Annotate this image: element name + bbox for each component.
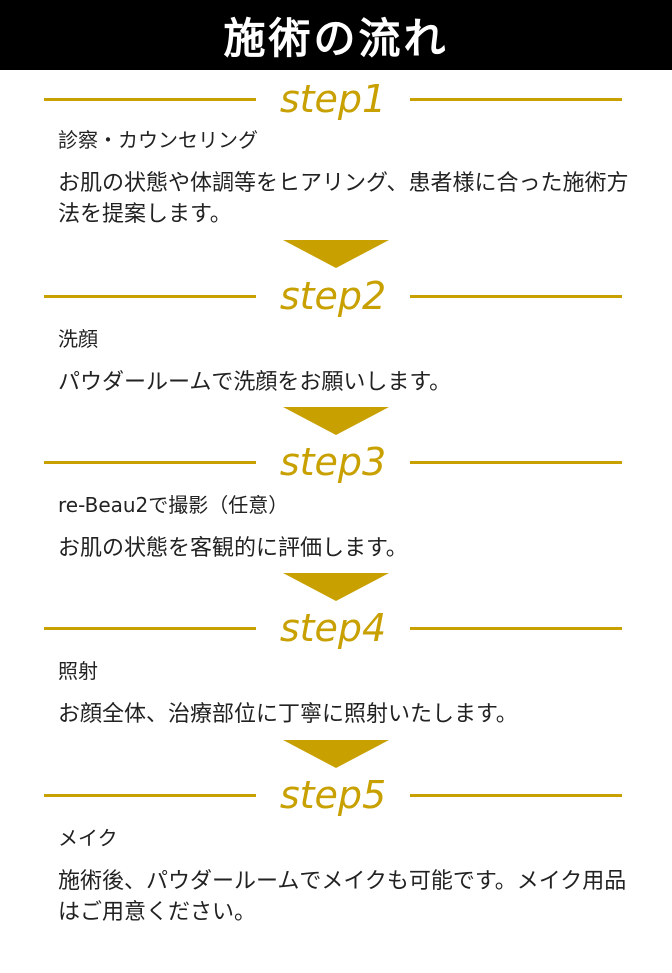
step-2: step2 洗顔 パウダールームで洗顔をお願いします。 xyxy=(0,269,672,395)
down-arrow-icon xyxy=(283,240,389,268)
step-header: step1 xyxy=(0,72,672,126)
step-label: step3 xyxy=(279,440,387,484)
step-title: 診察・カウンセリング xyxy=(58,128,258,152)
divider-line xyxy=(44,295,256,298)
divider-line xyxy=(410,461,622,464)
step-label: step2 xyxy=(279,274,387,318)
divider-line xyxy=(44,461,256,464)
divider-line xyxy=(44,794,256,797)
step-title: メイク xyxy=(58,826,118,850)
step-header: step5 xyxy=(0,768,672,822)
step-description: 施術後、パウダールームでメイクも可能です。メイク用品はご用意ください。 xyxy=(58,869,627,925)
step-header: step2 xyxy=(0,269,672,323)
step-5: step5 メイク 施術後、パウダールームでメイクも可能です。メイク用品はご用意… xyxy=(0,768,672,925)
down-arrow-icon xyxy=(283,407,389,435)
step-label: step1 xyxy=(279,77,387,121)
step-header: step4 xyxy=(0,601,672,655)
divider-line xyxy=(410,794,622,797)
step-description: お肌の状態を客観的に評価します。 xyxy=(58,536,408,561)
divider-line xyxy=(44,98,256,101)
step-description: お顔全体、治療部位に丁寧に照射いたします。 xyxy=(58,702,518,727)
step-header: step3 xyxy=(0,435,672,489)
down-arrow-icon xyxy=(283,573,389,601)
step-3: step3 re-Beau2で撮影（任意） お肌の状態を客観的に評価します。 xyxy=(0,435,672,561)
page-title: 施術の流れ xyxy=(223,13,449,63)
step-4: step4 照射 お顔全体、治療部位に丁寧に照射いたします。 xyxy=(0,601,672,727)
step-title: re-Beau2で撮影（任意） xyxy=(58,493,289,517)
step-1: step1 診察・カウンセリング お肌の状態や体調等をヒアリング、患者様に合った… xyxy=(0,72,672,227)
step-description: お肌の状態や体調等をヒアリング、患者様に合った施術方法を提案します。 xyxy=(58,171,629,227)
down-arrow-icon xyxy=(283,740,389,768)
step-label: step5 xyxy=(279,773,387,817)
divider-line xyxy=(410,98,622,101)
page-header: 施術の流れ xyxy=(0,0,672,70)
divider-line xyxy=(44,627,256,630)
divider-line xyxy=(410,627,622,630)
divider-line xyxy=(410,295,622,298)
step-label: step4 xyxy=(279,606,387,650)
step-description: パウダールームで洗顔をお願いします。 xyxy=(58,370,452,395)
step-title: 洗顔 xyxy=(58,327,98,351)
step-title: 照射 xyxy=(58,659,98,683)
